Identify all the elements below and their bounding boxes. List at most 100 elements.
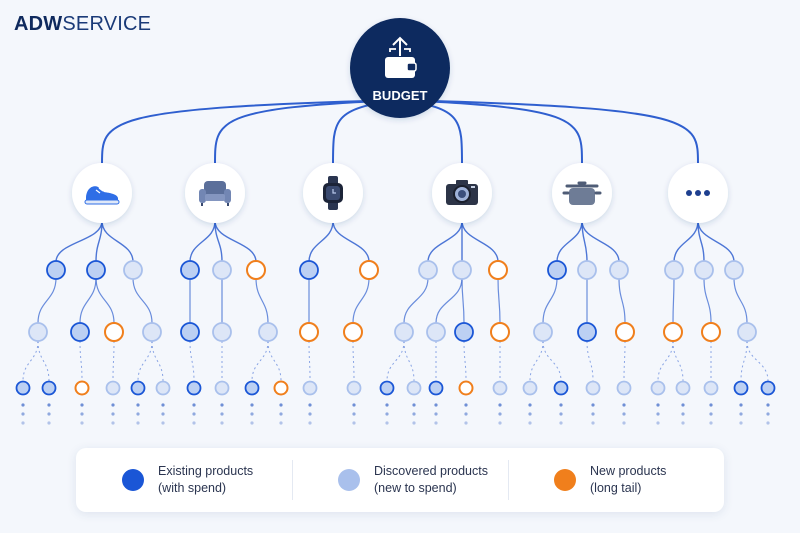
product-node[interactable] — [186, 380, 202, 396]
product-node[interactable] — [577, 322, 597, 342]
camera-icon — [446, 180, 478, 205]
product-node[interactable] — [359, 260, 379, 280]
product-node[interactable] — [488, 260, 508, 280]
product-node[interactable] — [553, 380, 569, 396]
tree-edge — [673, 220, 699, 263]
product-node[interactable] — [70, 322, 90, 342]
product-node[interactable] — [346, 380, 362, 396]
product-node[interactable] — [28, 322, 48, 342]
product-node[interactable] — [180, 322, 200, 342]
legend-swatch-existing — [122, 469, 144, 491]
trailing-dot — [47, 412, 51, 416]
product-node[interactable] — [615, 322, 635, 342]
trailing-dot — [709, 421, 713, 425]
budget-node[interactable]: BUDGET — [350, 18, 450, 118]
product-node[interactable] — [703, 380, 719, 396]
product-node[interactable] — [343, 322, 363, 342]
budget-tree-diagram: BUDGET — [15, 18, 776, 425]
product-node[interactable] — [86, 260, 106, 280]
trailing-dot — [591, 412, 595, 416]
product-node[interactable] — [244, 380, 260, 396]
tree-edge — [95, 220, 103, 263]
product-node[interactable] — [663, 322, 683, 342]
legend-sublabel: (with spend) — [158, 481, 227, 495]
product-node[interactable] — [675, 380, 691, 396]
category-node[interactable] — [72, 163, 132, 223]
product-node[interactable] — [214, 380, 230, 396]
product-node[interactable] — [41, 380, 57, 396]
trailing-dot — [192, 421, 196, 425]
trailing-dot — [528, 403, 532, 407]
trailing-dot — [352, 403, 356, 407]
product-node[interactable] — [490, 322, 510, 342]
legend-item-new: New products(long tail) — [508, 448, 724, 512]
tree-edge — [542, 277, 558, 324]
product-node[interactable] — [458, 380, 474, 396]
trailing-dot — [434, 403, 438, 407]
product-node[interactable] — [547, 260, 567, 280]
product-node[interactable] — [15, 380, 31, 396]
trailing-dot — [528, 412, 532, 416]
product-node[interactable] — [724, 260, 744, 280]
product-node[interactable] — [454, 322, 474, 342]
tree-edges — [22, 99, 769, 382]
product-node[interactable] — [694, 260, 714, 280]
more-dots-icon — [686, 190, 710, 196]
product-node[interactable] — [428, 380, 444, 396]
trailing-dot — [739, 412, 743, 416]
product-node[interactable] — [46, 260, 66, 280]
category-node[interactable] — [432, 163, 492, 223]
trailing-dot — [498, 403, 502, 407]
product-node[interactable] — [533, 322, 553, 342]
product-node[interactable] — [123, 260, 143, 280]
product-node[interactable] — [452, 260, 472, 280]
product-node[interactable] — [585, 380, 601, 396]
trailing-dot — [220, 421, 224, 425]
product-node[interactable] — [212, 260, 232, 280]
product-node[interactable] — [104, 322, 124, 342]
category-node[interactable] — [303, 163, 363, 223]
product-node[interactable] — [212, 322, 232, 342]
trailing-dot — [47, 403, 51, 407]
product-node[interactable] — [492, 380, 508, 396]
product-node[interactable] — [155, 380, 171, 396]
product-node[interactable] — [760, 380, 776, 396]
category-node[interactable] — [668, 163, 728, 223]
tree-edge — [101, 99, 401, 165]
category-node[interactable] — [185, 163, 245, 223]
product-node[interactable] — [258, 322, 278, 342]
product-node[interactable] — [609, 260, 629, 280]
product-node[interactable] — [302, 380, 318, 396]
product-node[interactable] — [246, 260, 266, 280]
trailing-dot — [434, 412, 438, 416]
product-node[interactable] — [664, 260, 684, 280]
product-node[interactable] — [650, 380, 666, 396]
brand-logo: ADWSERVICE — [14, 12, 151, 36]
trailing-dot — [308, 403, 312, 407]
product-node[interactable] — [299, 260, 319, 280]
tree-edge — [55, 220, 103, 263]
product-node[interactable] — [733, 380, 749, 396]
product-node[interactable] — [426, 322, 446, 342]
product-node[interactable] — [379, 380, 395, 396]
tree-edge — [95, 277, 115, 324]
legend-sublabel: (new to spend) — [374, 481, 457, 495]
product-node[interactable] — [418, 260, 438, 280]
product-node[interactable] — [180, 260, 200, 280]
product-node[interactable] — [701, 322, 721, 342]
category-node[interactable] — [552, 163, 612, 223]
product-node[interactable] — [273, 380, 289, 396]
tree-edge — [22, 340, 39, 382]
product-node[interactable] — [394, 322, 414, 342]
product-node[interactable] — [142, 322, 162, 342]
product-node[interactable] — [299, 322, 319, 342]
product-node[interactable] — [130, 380, 146, 396]
product-node[interactable] — [522, 380, 538, 396]
product-node[interactable] — [577, 260, 597, 280]
product-node[interactable] — [74, 380, 90, 396]
product-node[interactable] — [737, 322, 757, 342]
product-node[interactable] — [616, 380, 632, 396]
product-node[interactable] — [406, 380, 422, 396]
product-node[interactable] — [105, 380, 121, 396]
trailing-dot — [559, 412, 563, 416]
